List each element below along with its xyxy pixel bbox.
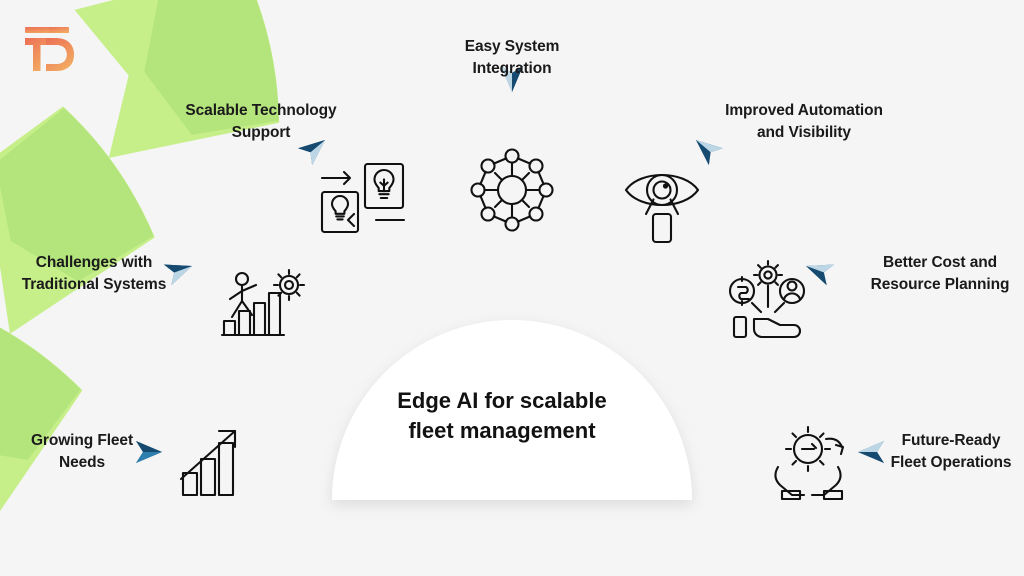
pointer-arrow-better-cost-and-resource-planning bbox=[806, 264, 835, 286]
segment-label-better-cost-and-resource-planning: Better Cost and Resource Planning bbox=[870, 254, 1010, 294]
segment-future-ready-fleet-operations[interactable] bbox=[74, 0, 288, 162]
pointer-arrow-future-ready-fleet-operations bbox=[858, 441, 884, 463]
center-hub bbox=[332, 320, 692, 500]
hands-gear-arrow-icon bbox=[774, 425, 845, 501]
td-monogram-icon bbox=[25, 27, 74, 71]
segment-label-growing-fleet-needs: Growing Fleet Needs bbox=[30, 432, 134, 472]
hand-resources-icon bbox=[728, 259, 806, 339]
segment-label-improved-automation-and-visibility: Improved Automation and Visibility bbox=[725, 102, 883, 142]
pointer-arrow-scalable-technology-support bbox=[298, 140, 325, 166]
eye-magnifier-icon bbox=[624, 173, 700, 244]
pointer-arrow-challenges-with-traditional-systems bbox=[163, 264, 192, 286]
hub-title: Edge AI for scalable fleet management bbox=[397, 388, 607, 444]
segment-label-challenges-with-traditional-systems: Challenges with Traditional Systems bbox=[21, 254, 167, 294]
segment-improved-automation-and-visibility[interactable] bbox=[0, 296, 87, 536]
segment-better-cost-and-resource-planning[interactable] bbox=[0, 101, 162, 337]
segment-label-future-ready-fleet-operations: Future-Ready Fleet Operations bbox=[890, 432, 1012, 472]
pointer-arrow-improved-automation-and-visibility bbox=[696, 140, 723, 166]
pointer-arrow-easy-system-integration bbox=[501, 66, 523, 92]
segment-label-easy-system-integration: Easy System Integration bbox=[464, 38, 560, 78]
segment-label-scalable-technology-support: Scalable Technology Support bbox=[185, 102, 337, 142]
brand-logo bbox=[25, 27, 74, 71]
network-nodes-gear-icon bbox=[470, 148, 554, 232]
person-climbing-chart-gear-icon bbox=[220, 268, 306, 337]
growth-bar-chart-icon bbox=[179, 429, 237, 497]
pointer-arrow-growing-fleet-needs bbox=[136, 441, 162, 463]
segment-group bbox=[0, 0, 288, 536]
lightbulb-exchange-icon bbox=[320, 162, 406, 234]
